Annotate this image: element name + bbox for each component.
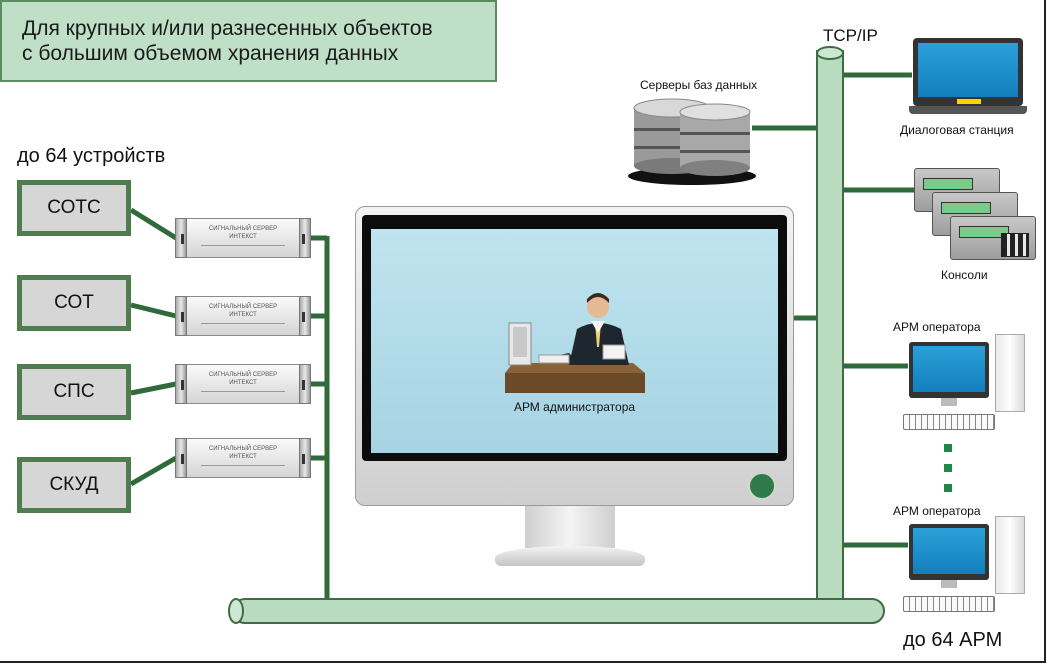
monitor-stand: [495, 546, 645, 566]
link-sps: [130, 381, 177, 396]
signal-server-caption-1: СИГНАЛЬНЫЙ СЕРВЕР: [208, 446, 278, 452]
admin-monitor-screen: АРМ администратора: [371, 229, 778, 453]
signal-server-caption-1: СИГНАЛЬНЫЙ СЕРВЕР: [208, 372, 278, 378]
signal-server-caption-2: ИНТЕКСТ: [229, 234, 257, 240]
link-sots: [129, 207, 178, 241]
network-label: TCP/IP: [823, 26, 878, 45]
signal-server-caption-1: СИГНАЛЬНЫЙ СЕРВЕР: [208, 226, 278, 232]
ellipsis-dot: [944, 464, 952, 472]
admin-label: АРМ администратора: [513, 400, 636, 414]
signal-server-icon: СИГНАЛЬНЫЙ СЕРВЕР ИНТЕКСТ: [175, 438, 311, 478]
operator-label-bottom: АРМ оператора: [893, 504, 981, 518]
devices-count-label: до 64 устройств: [17, 145, 166, 167]
signal-server-caption-1: СИГНАЛЬНЫЙ СЕРВЕР: [208, 304, 278, 310]
header-box: Для крупных и/или разнесенных объектов с…: [0, 0, 497, 82]
laptop-icon: [909, 38, 1027, 114]
database-server-icon: [628, 98, 756, 185]
operators-count-label: до 64 АРМ: [903, 629, 1003, 651]
workstation-icon: [903, 516, 1025, 616]
device-box-skud: СКУД: [17, 457, 131, 513]
signal-server-caption-2: ИНТЕКСТ: [229, 312, 257, 318]
ellipsis-dot: [944, 484, 952, 492]
monitor-neck: [525, 506, 615, 548]
device-box-sots: СОТС: [17, 180, 131, 236]
link-skud: [129, 455, 178, 487]
tcpip-bus-end: [228, 598, 244, 624]
ellipsis-dot: [944, 444, 952, 452]
tcpip-bus-vertical: [816, 50, 844, 610]
device-box-sot: СОТ: [17, 275, 131, 331]
signal-server-icon: СИГНАЛЬНЫЙ СЕРВЕР ИНТЕКСТ: [175, 296, 311, 336]
workstation-icon: [903, 334, 1025, 434]
admin-monitor: АРМ администратора: [355, 206, 794, 506]
signal-server-icon: СИГНАЛЬНЫЙ СЕРВЕР ИНТЕКСТ: [175, 364, 311, 404]
power-button-icon: [747, 471, 777, 501]
signal-server-caption-2: ИНТЕКСТ: [229, 380, 257, 386]
signal-server-icon: СИГНАЛЬНЫЙ СЕРВЕР ИНТЕКСТ: [175, 218, 311, 258]
tcpip-bus-horizontal: [232, 598, 885, 624]
console-icon: [950, 216, 1036, 260]
header-line-2: с большим объемом хранения данных: [22, 42, 399, 65]
signal-server-caption-2: ИНТЕКСТ: [229, 454, 257, 460]
header-line-1: Для крупных и/или разнесенных объектов: [22, 17, 433, 40]
tcpip-bus-cap: [816, 46, 844, 60]
dialog-station-label: Диалоговая станция: [900, 123, 1014, 137]
admin-monitor-bezel: АРМ администратора: [362, 215, 787, 461]
operator-label-top: АРМ оператора: [893, 320, 981, 334]
consoles-label: Консоли: [941, 268, 988, 282]
administrator-icon: [505, 293, 645, 393]
link-sot: [130, 302, 177, 319]
device-box-sps: СПС: [17, 364, 131, 420]
db-servers-label: Серверы баз данных: [640, 78, 758, 92]
